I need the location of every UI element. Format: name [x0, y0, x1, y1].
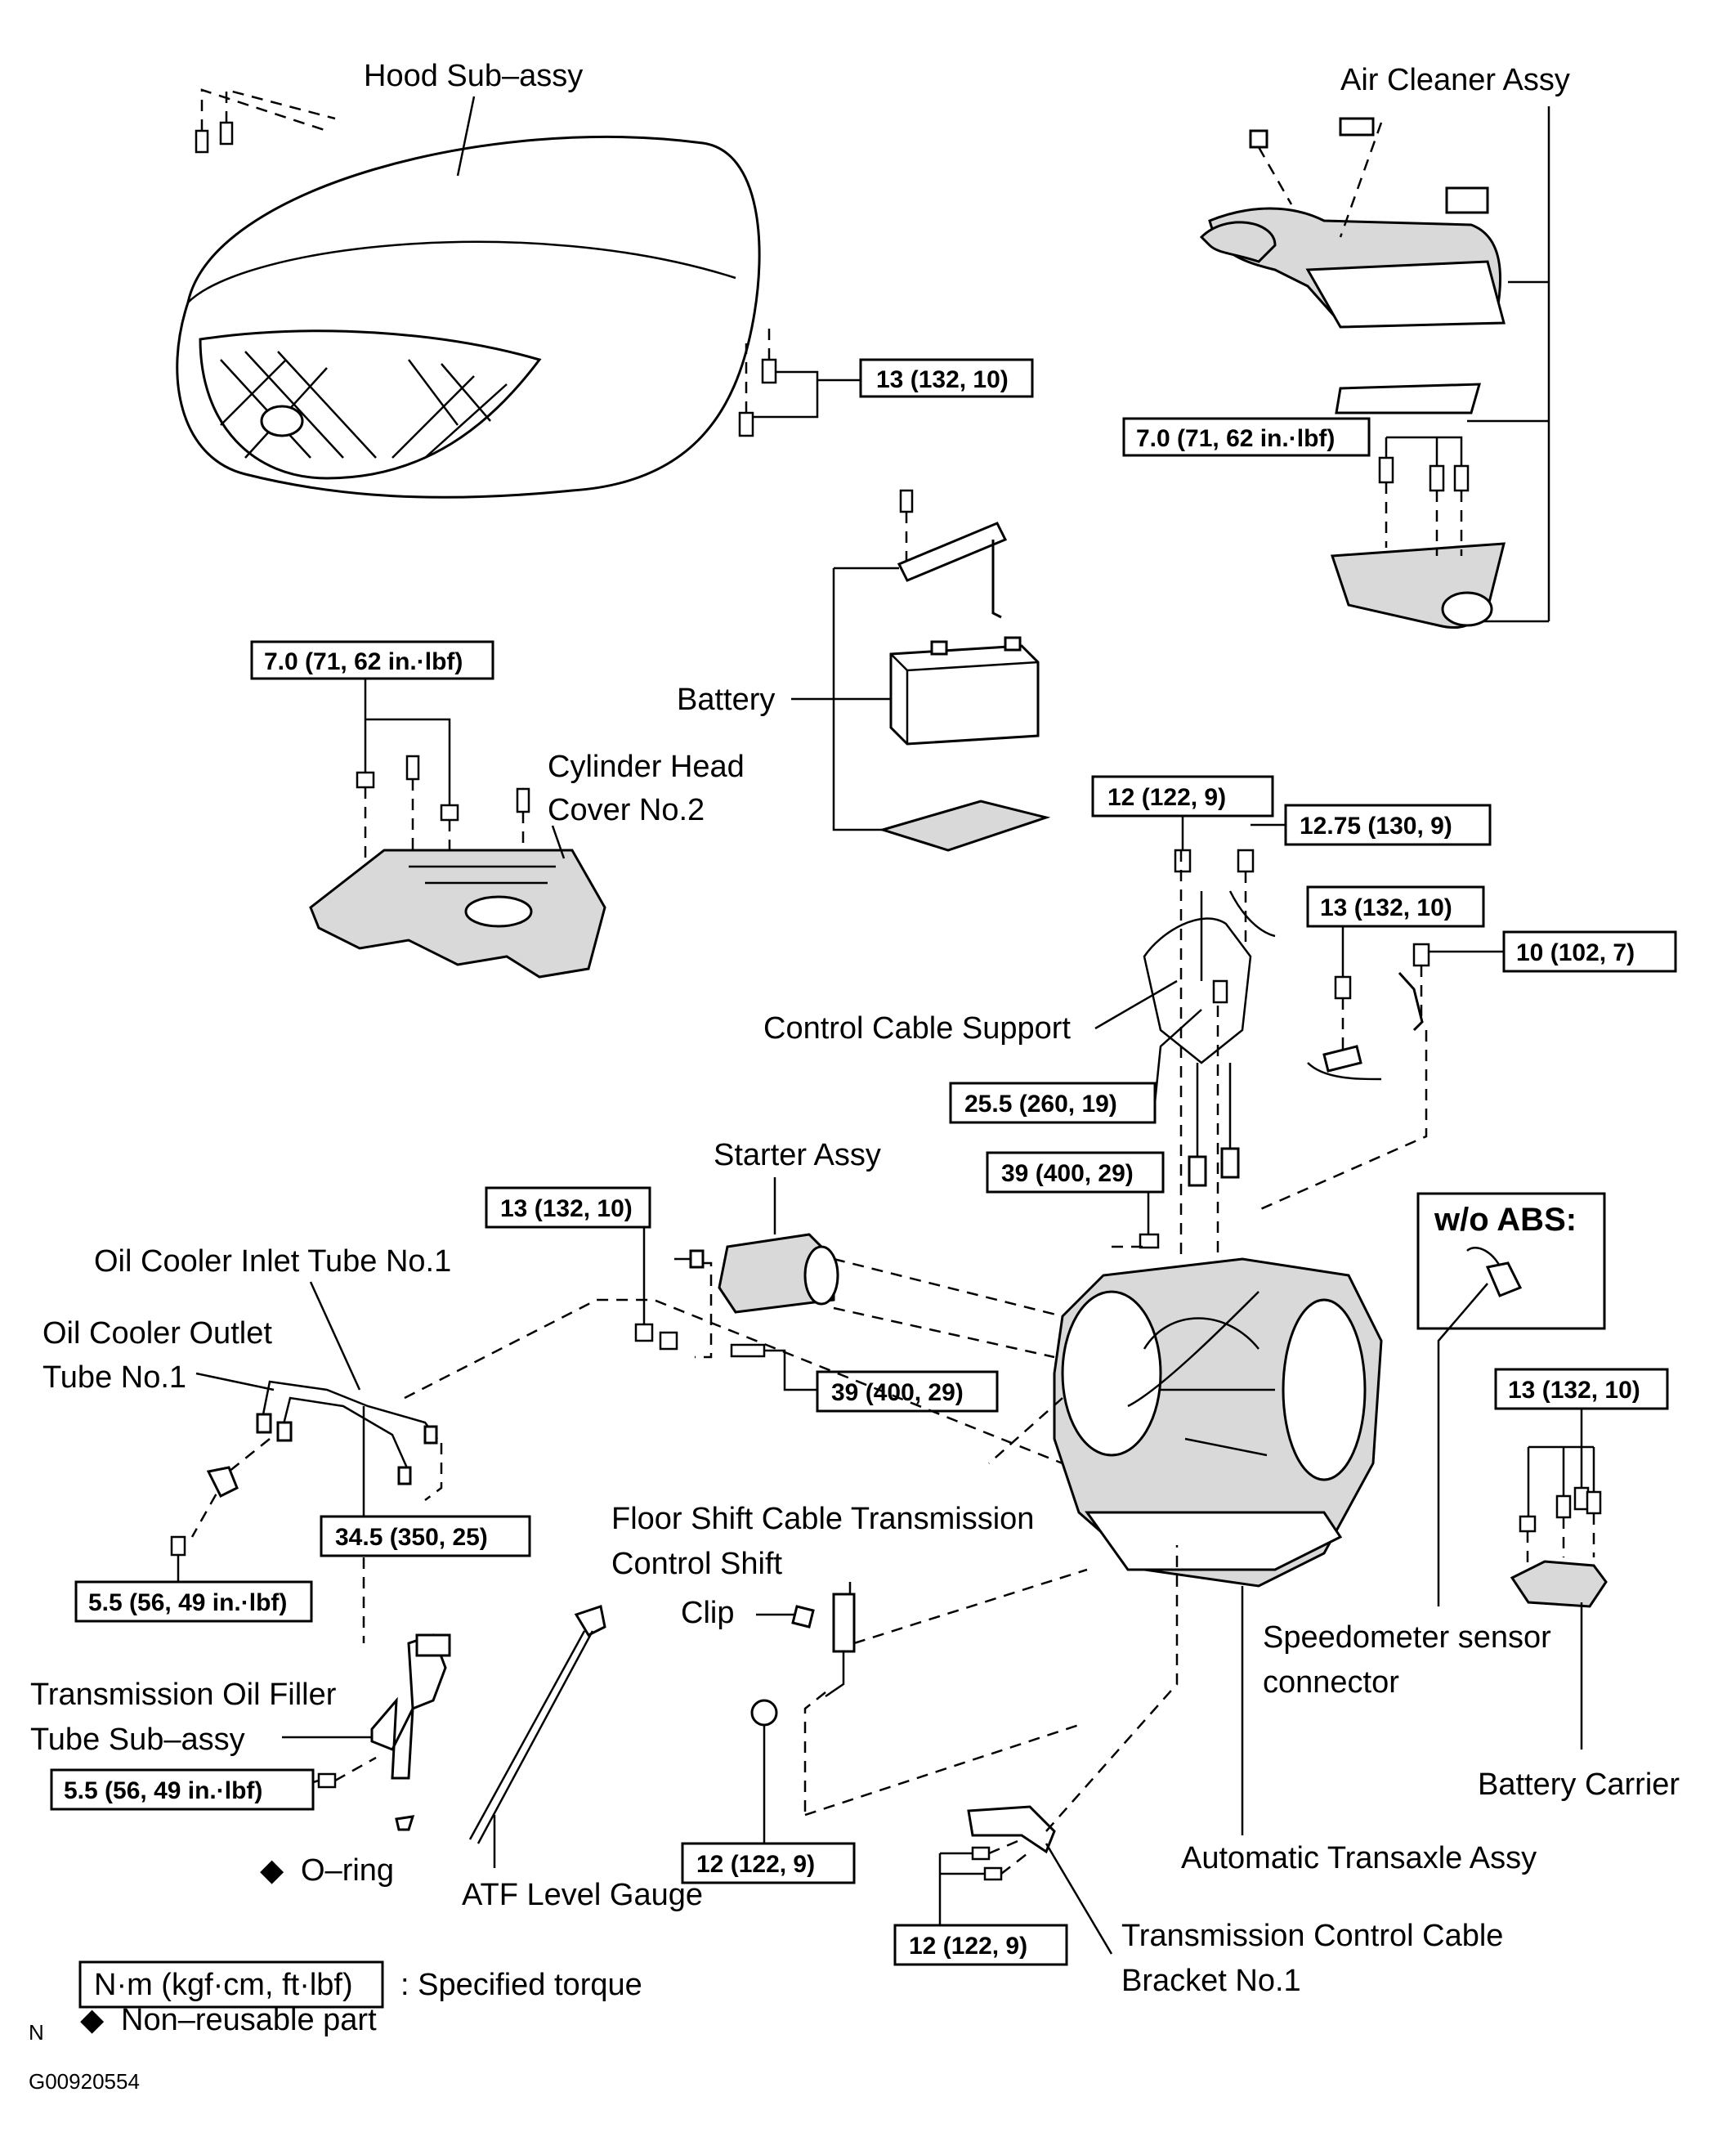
starter-label: Starter Assy	[714, 1138, 881, 1172]
hood-torque: 13 (132, 10)	[876, 366, 1009, 393]
t5-5-lower-box	[50, 1768, 315, 1811]
air-cleaner-assy: Air Cleaner Assy 7.0 (71, 62 in.·lbf)	[1122, 63, 1570, 629]
t13-carrier-torque: 13 (132, 10)	[1508, 1377, 1640, 1404]
cylinder-head-cover-no2: 7.0 (71, 62 in.·lbf) Cylinder Head Cover…	[250, 640, 745, 979]
oil-cooler-tubes: Oil Cooler Inlet Tube No.1 Oil Cooler Ou…	[43, 1244, 1063, 1623]
t39-upper-torque: 39 (400, 29)	[1001, 1160, 1134, 1187]
control-cable-area: 12 (122, 9) 12.75 (130, 9) 13 (132, 10) …	[763, 775, 1677, 1187]
hood-emblem	[260, 405, 304, 437]
t12-top-torque: 12 (122, 9)	[1107, 784, 1226, 811]
battery-body	[889, 644, 1040, 746]
hood-sub-assy: Hood Sub–assy 13 (132, 10)	[176, 59, 1034, 499]
legend: N·m (kgf·cm, ft·lbf) : Specified torque …	[29, 1960, 642, 2094]
t10-torque: 10 (102, 7)	[1516, 939, 1635, 966]
t25-5-box	[949, 1082, 1157, 1124]
floor-shift-label-1: Floor Shift Cable Transmission	[611, 1502, 1034, 1536]
legend-torque-units: N·m (kgf·cm, ft·lbf)	[94, 1968, 353, 2002]
trans-filler-label-2: Tube Sub–assy	[30, 1723, 245, 1757]
trans-bracket-label-1: Transmission Control Cable	[1121, 1919, 1503, 1953]
speedo-label-1: Speedometer sensor	[1263, 1620, 1551, 1655]
t12-bracket-box	[893, 1924, 1068, 1966]
control-cable-support-label: Control Cable Support	[763, 1011, 1071, 1046]
t25-5-torque: 25.5 (260, 19)	[964, 1091, 1117, 1118]
air-cleaner-torque-box	[1122, 417, 1371, 457]
battery-tray-plate	[878, 800, 1051, 852]
legend-nonreusable-desc: Non–reusable part	[121, 2003, 377, 2037]
speedo-label-2: connector	[1263, 1665, 1399, 1700]
battery-carrier: 13 (132, 10) Battery Carrier	[1478, 1368, 1680, 1802]
t39-lower-torque: 39 (400, 29)	[831, 1379, 964, 1406]
floor-shift-cable: Floor Shift Cable Transmission Control S…	[611, 1502, 1088, 1884]
t13-starter-torque: 13 (132, 10)	[500, 1195, 633, 1222]
o-ring-symbol: ◆	[260, 1853, 284, 1888]
t34-5-torque: 34.5 (350, 25)	[335, 1524, 488, 1551]
oil-cooler-outlet-label-1: Oil Cooler Outlet	[43, 1316, 272, 1351]
trans-control-cable-bracket: 12 (122, 9) Transmission Control Cable B…	[893, 1545, 1503, 1998]
starter-assy: Starter Assy 13 (132, 10) 39 (400, 29)	[485, 1138, 1063, 1413]
t12-floor-box	[681, 1842, 856, 1884]
air-cleaner-label: Air Cleaner Assy	[1340, 63, 1570, 97]
air-cleaner-bolts	[1378, 436, 1470, 556]
t39-upper-box	[986, 1151, 1165, 1194]
t12-floor-torque: 12 (122, 9)	[696, 1851, 815, 1878]
t13-carrier-box	[1494, 1368, 1669, 1410]
o-ring-label: O–ring	[301, 1853, 394, 1888]
air-cleaner-torque: 7.0 (71, 62 in.·lbf)	[1136, 425, 1335, 452]
automatic-transaxle-assy: 39 (400, 29) Automatic Transaxle Assy	[986, 850, 1537, 1875]
hood-lower-bolts	[738, 323, 861, 437]
t12-bracket-torque: 12 (122, 9)	[909, 1933, 1027, 1960]
cyl-head-torque: 7.0 (71, 62 in.·lbf)	[264, 648, 463, 675]
transmission-oil-filler-tube: Transmission Oil Filler Tube Sub–assy 5.…	[30, 1557, 451, 1888]
t12-75-torque: 12.75 (130, 9)	[1300, 813, 1452, 840]
trans-filler-label-1: Transmission Oil Filler	[30, 1678, 337, 1712]
clip-label: Clip	[681, 1596, 734, 1630]
oil-cooler-inlet-label: Oil Cooler Inlet Tube No.1	[94, 1244, 451, 1279]
t13-starter-box	[485, 1186, 651, 1229]
cyl-head-label-2: Cover No.2	[548, 793, 705, 827]
hood-label: Hood Sub–assy	[364, 59, 583, 93]
t5-5-upper-torque: 5.5 (56, 49 in.·lbf)	[88, 1589, 287, 1616]
t13-right-torque: 13 (132, 10)	[1320, 894, 1452, 921]
air-filter-element	[1335, 383, 1482, 414]
t13-right-box	[1306, 885, 1485, 928]
wo-abs-box	[1416, 1192, 1606, 1330]
corner-mark: N	[29, 2020, 44, 2045]
hood-hinge-bolts	[195, 88, 336, 154]
legend-torque-box	[78, 1960, 384, 2009]
wo-abs-label: w/o ABS:	[1434, 1202, 1577, 1238]
floor-shift-label-2: Control Shift	[611, 1547, 783, 1581]
battery-carrier-label: Battery Carrier	[1478, 1767, 1680, 1802]
legend-torque-desc: : Specified torque	[400, 1968, 642, 2002]
t34-5-box	[320, 1515, 531, 1557]
atf-level-gauge: ATF Level Gauge	[462, 1605, 703, 1912]
cyl-head-label-1: Cylinder Head	[548, 750, 745, 784]
figure-code: G00920554	[29, 2069, 140, 2094]
hood-torque-box	[859, 358, 1034, 398]
battery-group: Battery	[677, 489, 1051, 852]
trans-bracket-label-2: Bracket No.1	[1121, 1964, 1301, 1998]
t5-5-upper-box	[74, 1580, 313, 1623]
auto-transaxle-label: Automatic Transaxle Assy	[1181, 1841, 1537, 1875]
atf-gauge-label: ATF Level Gauge	[462, 1878, 703, 1912]
battery-label: Battery	[677, 683, 775, 717]
oil-cooler-outlet-label-2: Tube No.1	[43, 1360, 186, 1395]
cyl-head-torque-box	[250, 640, 494, 680]
wo-abs-inset: w/o ABS: Speedometer sensor connector	[1263, 1192, 1606, 1700]
legend-nonreusable-symbol: ◆	[80, 2003, 105, 2037]
t5-5-lower-torque: 5.5 (56, 49 in.·lbf)	[64, 1777, 262, 1804]
battery-clamp	[897, 522, 1008, 582]
